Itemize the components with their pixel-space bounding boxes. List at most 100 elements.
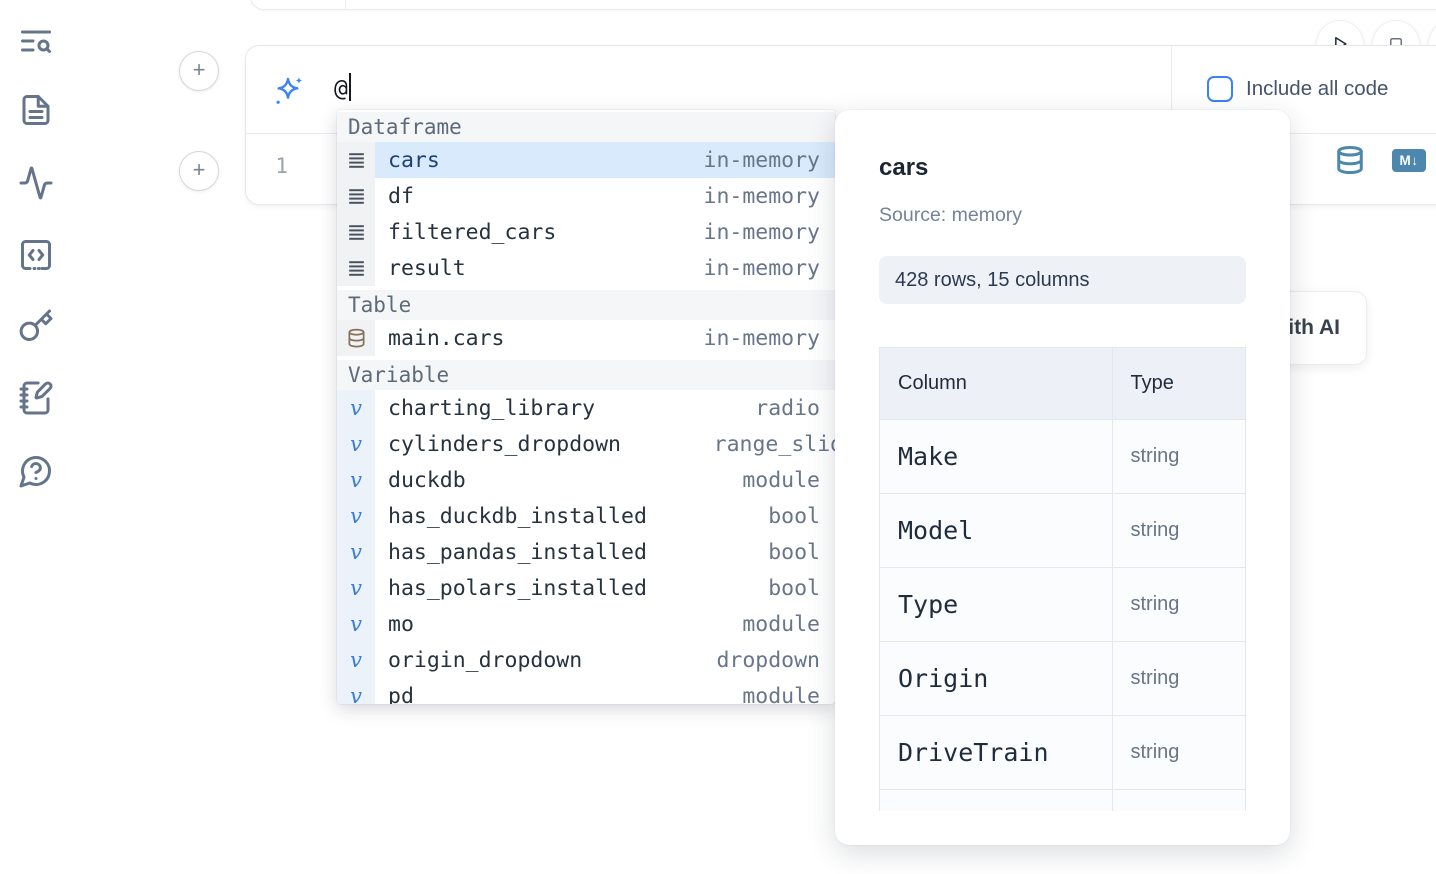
prompt-divider bbox=[1171, 46, 1172, 133]
schema-col-header: Column bbox=[879, 347, 1113, 420]
completion-item[interactable]: main.cars in-memory bbox=[337, 320, 835, 356]
extra-cell-button[interactable] bbox=[1429, 21, 1436, 67]
completion-type: in-memory bbox=[703, 219, 821, 245]
table-database-icon bbox=[337, 320, 375, 356]
completion-label: duckdb bbox=[388, 467, 466, 493]
completion-label: result bbox=[388, 255, 466, 281]
completion-label: filtered_cars bbox=[388, 219, 557, 245]
shape-badge: 428 rows, 15 columns bbox=[879, 256, 1246, 304]
column-type: string bbox=[1111, 567, 1246, 642]
code-cell-icon[interactable] bbox=[18, 237, 54, 273]
schema-type-header: Type bbox=[1111, 347, 1246, 420]
list-search-icon[interactable] bbox=[18, 23, 54, 59]
completion-item[interactable]: v pd module bbox=[337, 678, 835, 704]
datasource-button[interactable] bbox=[1335, 144, 1365, 176]
dataframe-rows-icon bbox=[337, 214, 375, 250]
completion-label: pd bbox=[388, 683, 414, 705]
completion-label: cars bbox=[388, 147, 440, 173]
completion-label: df bbox=[388, 183, 414, 209]
variable-icon: v bbox=[337, 426, 375, 462]
dataframe-rows-icon bbox=[337, 250, 375, 286]
database-icon bbox=[1337, 146, 1363, 175]
add-cell-button-bottom[interactable]: + bbox=[179, 151, 219, 191]
completion-type: module bbox=[742, 467, 820, 493]
section-header-variable: Variable bbox=[337, 360, 835, 390]
column-name: Origin bbox=[879, 641, 1113, 716]
column-type: string bbox=[1111, 493, 1246, 568]
variable-icon: v bbox=[337, 462, 375, 498]
completion-type: in-memory bbox=[703, 325, 821, 351]
completion-type: module bbox=[742, 683, 820, 705]
completion-label: has_polars_installed bbox=[388, 575, 647, 601]
completion-type: in-memory bbox=[703, 255, 821, 281]
completion-item[interactable]: v mo module bbox=[337, 606, 835, 642]
help-chat-icon[interactable] bbox=[18, 453, 54, 489]
completion-type: range_slider bbox=[713, 431, 835, 457]
table-row: Type string bbox=[879, 567, 1246, 642]
table-row: Origin string bbox=[879, 641, 1246, 716]
previous-cell-divider bbox=[345, 0, 346, 10]
ai-prompt-input[interactable]: @ bbox=[334, 73, 351, 102]
line-number: 1 bbox=[275, 154, 288, 178]
completion-item[interactable]: df in-memory bbox=[337, 178, 835, 214]
variable-icon: v bbox=[337, 498, 375, 534]
completion-item[interactable]: v has_pandas_installed bool bbox=[337, 534, 835, 570]
completion-label: charting_library bbox=[388, 395, 596, 421]
dataframe-preview-popup: cars Source: memory 428 rows, 15 columns… bbox=[835, 110, 1290, 845]
variable-icon: v bbox=[337, 534, 375, 570]
section-header-dataframe: Dataframe bbox=[337, 112, 835, 142]
dataframe-rows-icon bbox=[337, 178, 375, 214]
previous-cell-edge bbox=[250, 0, 1436, 10]
completion-item[interactable]: v has_polars_installed bool bbox=[337, 570, 835, 606]
key-icon[interactable] bbox=[18, 308, 54, 344]
completion-item[interactable]: filtered_cars in-memory bbox=[337, 214, 835, 250]
variable-icon: v bbox=[337, 606, 375, 642]
column-name: Make bbox=[879, 419, 1113, 494]
column-name: Type bbox=[879, 567, 1113, 642]
variable-icon: v bbox=[337, 642, 375, 678]
markdown-badge[interactable]: M↓ bbox=[1392, 149, 1426, 172]
variable-icon: v bbox=[337, 390, 375, 426]
completion-item[interactable]: v has_duckdb_installed bool bbox=[337, 498, 835, 534]
schema-table: Column Type Make string Model string Typ… bbox=[879, 347, 1246, 811]
completion-type: in-memory bbox=[703, 183, 821, 209]
variable-icon: v bbox=[337, 678, 375, 704]
notebook-pen-icon[interactable] bbox=[18, 380, 54, 416]
column-type: string bbox=[1111, 641, 1246, 716]
add-cell-button-top[interactable]: + bbox=[179, 51, 219, 91]
completion-dropdown: Dataframe cars in-memory df in-memory fi… bbox=[337, 110, 835, 704]
prompt-value: @ bbox=[334, 76, 348, 102]
completion-item[interactable]: v charting_library radio bbox=[337, 390, 835, 426]
sidebar bbox=[0, 0, 60, 874]
column-type: string bbox=[1111, 419, 1246, 494]
activity-icon[interactable] bbox=[18, 165, 54, 201]
code-editor-row[interactable]: 1 M↓ bbox=[246, 134, 1436, 205]
completion-label: main.cars bbox=[388, 325, 505, 351]
preview-source: Source: memory bbox=[879, 204, 1023, 226]
include-all-code-checkbox[interactable] bbox=[1207, 76, 1233, 102]
completion-label: cylinders_dropdown bbox=[388, 431, 621, 457]
column-type: string bbox=[1111, 715, 1246, 790]
completion-label: mo bbox=[388, 611, 414, 637]
completion-type: radio bbox=[755, 395, 820, 421]
completion-type: bool bbox=[768, 575, 820, 601]
completion-item[interactable]: v origin_dropdown dropdown bbox=[337, 642, 835, 678]
completion-type: bool bbox=[768, 503, 820, 529]
completion-type: dropdown bbox=[716, 647, 820, 673]
completion-label: has_duckdb_installed bbox=[388, 503, 647, 529]
completion-item[interactable]: cars in-memory bbox=[337, 142, 835, 178]
column-name: Model bbox=[879, 493, 1113, 568]
text-caret bbox=[348, 73, 351, 101]
completion-item[interactable]: result in-memory bbox=[337, 250, 835, 286]
table-row: Make string bbox=[879, 419, 1246, 494]
completion-type: in-memory bbox=[703, 147, 821, 173]
completion-item[interactable]: v cylinders_dropdown range_slider bbox=[337, 426, 835, 462]
preview-title: cars bbox=[879, 154, 929, 181]
completion-type: module bbox=[742, 611, 820, 637]
completion-label: has_pandas_installed bbox=[388, 539, 647, 565]
schema-table-wrap: Column Type Make string Model string Typ… bbox=[879, 347, 1246, 811]
completion-type: bool bbox=[768, 539, 820, 565]
document-icon[interactable] bbox=[18, 92, 54, 128]
completion-item[interactable]: v duckdb module bbox=[337, 462, 835, 498]
